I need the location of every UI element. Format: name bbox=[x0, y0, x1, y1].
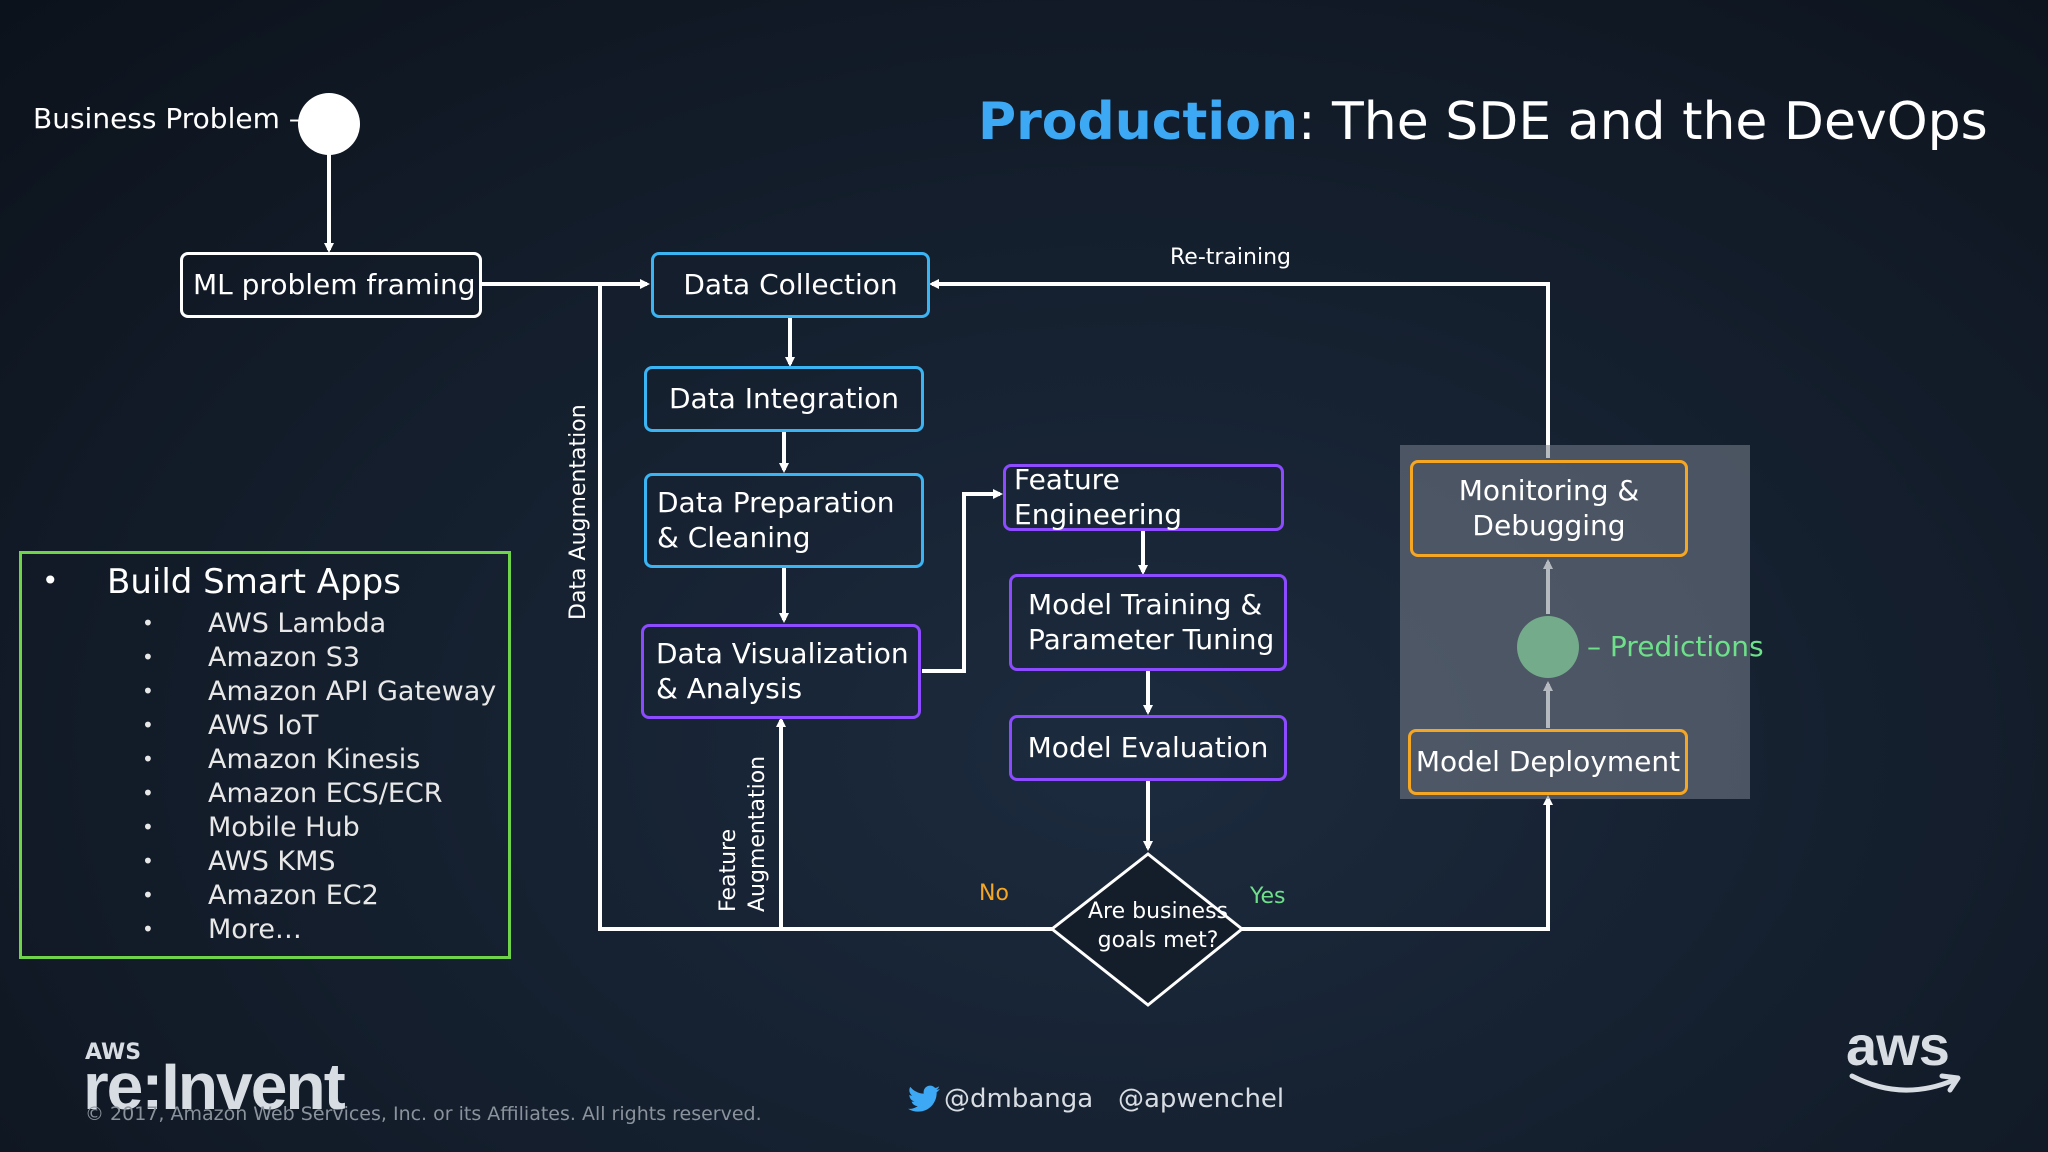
predictions-label: – Predictions bbox=[1587, 630, 1764, 663]
decision-diamond bbox=[1049, 852, 1245, 1007]
data-integration-box[interactable]: Data Integration bbox=[644, 366, 924, 432]
arrow-retraining bbox=[929, 279, 1550, 458]
start-circle bbox=[298, 93, 360, 155]
no-label: No bbox=[979, 881, 1009, 906]
aws-smile-icon bbox=[1849, 1073, 1961, 1093]
data-collection-box[interactable]: Data Collection bbox=[651, 252, 930, 318]
aws-logo: aws bbox=[1846, 1014, 1961, 1093]
aws-logo-text: aws bbox=[1846, 1014, 1950, 1077]
reinvent-aws-text: AWS bbox=[85, 1040, 142, 1065]
reinvent-text: re:Invent bbox=[83, 1049, 346, 1123]
arrow-yes-to-deployment bbox=[1242, 795, 1553, 931]
data-preparation-box[interactable]: Data Preparation & Cleaning bbox=[644, 473, 924, 568]
feature-label: Feature bbox=[716, 828, 741, 912]
twitter-handles: @dmbanga @apwenchel bbox=[908, 1084, 1284, 1114]
build-smart-apps-panel: • Build Smart Apps •AWS Lambda •Amazon S… bbox=[19, 551, 511, 959]
decision-label: Are business goals met? bbox=[1087, 899, 1229, 953]
model-deployment-box[interactable]: Model Deployment bbox=[1408, 729, 1688, 795]
twitter-handles-text: @dmbanga @apwenchel bbox=[944, 1084, 1285, 1114]
main-bullet: • bbox=[42, 564, 59, 597]
retraining-label: Re-training bbox=[1170, 245, 1291, 270]
ops-panel bbox=[1400, 445, 1750, 799]
model-training-box[interactable]: Model Training & Parameter Tuning bbox=[1009, 574, 1287, 671]
build-smart-apps-title: Build Smart Apps bbox=[107, 562, 401, 602]
copyright-text: © 2017, Amazon Web Services, Inc. or its… bbox=[85, 1103, 762, 1125]
arrow-visualization-to-feature bbox=[922, 489, 1003, 673]
business-problem-label: Business Problem – bbox=[33, 102, 303, 135]
title-highlight: Production bbox=[978, 92, 1298, 152]
page-title: Production: The SDE and the DevOps bbox=[978, 92, 1988, 152]
data-visualization-box[interactable]: Data Visualization & Analysis bbox=[641, 624, 921, 719]
data-augmentation-label: Data Augmentation bbox=[566, 404, 591, 620]
twitter-bird-icon bbox=[908, 1085, 940, 1112]
monitoring-debugging-box[interactable]: Monitoring & Debugging bbox=[1410, 460, 1688, 557]
augmentation-label: Augmentation bbox=[745, 755, 770, 912]
feature-engineering-box[interactable]: Feature Engineering bbox=[1003, 463, 1284, 531]
yes-label: Yes bbox=[1250, 884, 1286, 909]
model-evaluation-box[interactable]: Model Evaluation bbox=[1009, 715, 1287, 781]
line-no-data-augmentation bbox=[598, 286, 1052, 931]
title-rest: : The SDE and the DevOps bbox=[1297, 92, 1988, 152]
ml-problem-framing-box[interactable]: ML problem framing bbox=[180, 252, 482, 318]
